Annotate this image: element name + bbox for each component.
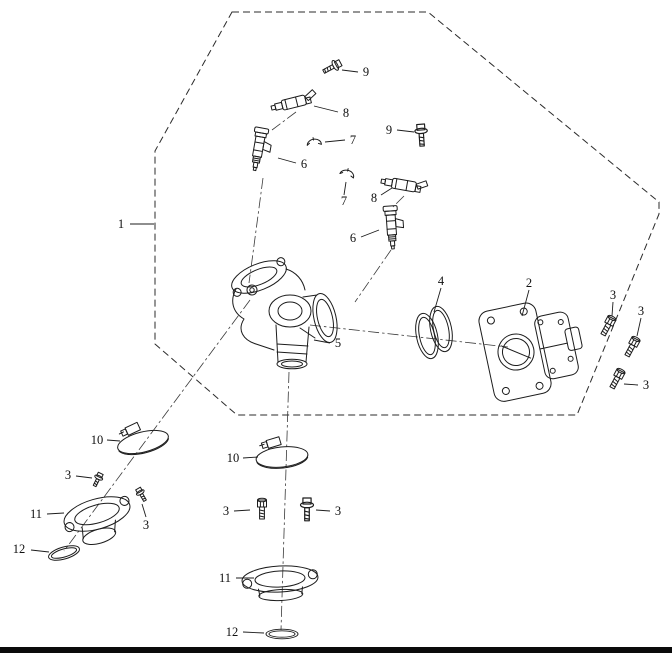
callout-3-left-1: 3 [65,468,93,482]
part-11-adapter-bottom [241,565,319,602]
part-12-oring-left [46,542,82,564]
callout-6-label: 6 [301,157,307,171]
part-10-clamp-left [112,415,172,460]
callout-8-right: 8 [371,187,393,205]
part-6-injector-left [247,126,275,173]
callout-2: 2 [521,276,532,317]
callout-9-right: 9 [386,123,415,137]
part-3-bolt-center-2 [299,497,315,522]
callout-3-center-1: 3 [223,504,251,518]
part-7-clip-right [339,166,356,179]
callout-12-label: 12 [13,542,26,556]
bottom-bar [0,647,672,653]
callout-5: 5 [313,336,341,350]
boundary-outline [154,11,660,416]
callout-3-label: 3 [638,304,644,318]
axis-lines [63,111,509,631]
callout-9-label: 9 [386,123,392,137]
part-3-bolt-left-2 [133,485,150,504]
part-3-bolt-right-1 [598,313,618,338]
callout-11-label: 11 [219,571,231,585]
callout-3-left-2: 3 [141,503,149,532]
callout-7-label: 7 [350,133,356,147]
callout-3-right-2: 3 [636,304,644,337]
part-3-bolt-right-3 [607,366,627,391]
part-9-screw-top [320,57,344,77]
callout-3-label: 3 [65,468,71,482]
callout-2-label: 2 [526,276,532,290]
callout-10-label: 10 [227,451,240,465]
callout-6-label: 6 [350,231,356,245]
callout-7-right: 7 [341,181,347,208]
part-5-intake-manifold [231,257,338,370]
part-4-gasket [411,303,457,362]
callout-6-left: 6 [277,157,307,171]
callout-10-left: 10 [91,433,121,447]
part-12-oring-bottom [265,628,299,640]
callout-8-label: 8 [343,106,349,120]
part-6-injector-right [382,204,406,250]
callout-4: 4 [433,274,445,313]
callout-10-label: 10 [91,433,104,447]
part-3-bolt-left-1 [90,471,106,489]
callout-3-label: 3 [223,504,229,518]
part-9-screw-right [413,123,429,148]
callout-3-right-3: 3 [623,378,649,392]
callout-6-right: 6 [350,229,380,245]
callout-9-top: 9 [341,65,369,79]
callout-11-label: 11 [30,507,42,521]
callout-8-label: 8 [371,191,377,205]
callout-12-left: 12 [13,542,50,556]
callout-7-label: 7 [341,194,347,208]
callout-4-label: 4 [438,274,445,288]
callout-7-top: 7 [324,133,356,147]
callout-10-center: 10 [227,451,259,465]
callout-12-label: 12 [226,625,239,639]
callout-1-label: 1 [118,217,124,231]
callout-12-bottom: 12 [226,625,265,639]
callout-3-right-1: 3 [610,288,616,317]
part-2-throttle-assembly [478,302,583,402]
part-3-bolt-center-1 [257,497,267,520]
callout-3-label: 3 [143,518,149,532]
callout-11-bottom: 11 [219,571,254,585]
callout-3-center-2: 3 [315,504,341,518]
callout-5-label: 5 [335,336,341,350]
callouts: 1 9 8 7 6 9 7 [13,65,649,639]
part-3-bolt-right-2 [622,334,642,359]
callout-11-left: 11 [30,507,65,521]
callout-3-label: 3 [643,378,649,392]
part-11-adapter-left [63,495,131,545]
callout-1: 1 [118,217,154,231]
part-10-clamp-center [253,433,310,472]
part-7-clip-top [305,135,322,148]
callout-9-label: 9 [363,65,369,79]
part-8-injector-top [269,88,319,114]
callout-3-label: 3 [610,288,616,302]
callout-3-label: 3 [335,504,341,518]
callout-8-top: 8 [313,105,349,120]
